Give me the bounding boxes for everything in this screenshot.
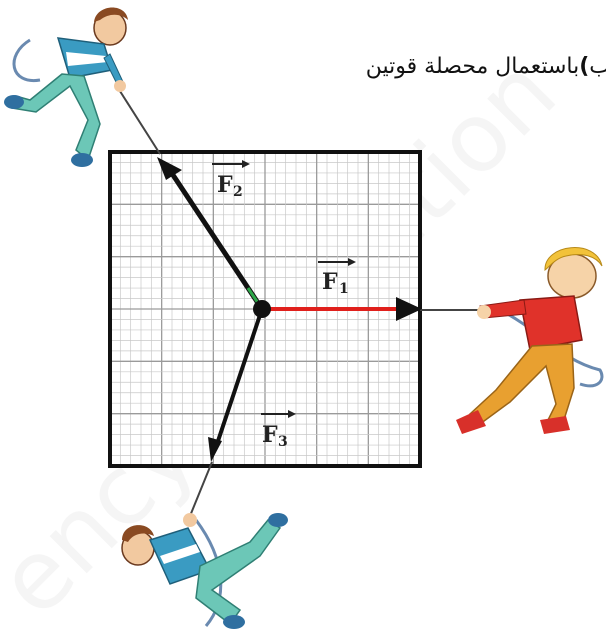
label-f1-letter: F [322, 269, 338, 295]
instruction-caption: ب)باستعمال محصلة قوتين [366, 54, 606, 79]
boy1-hair [94, 7, 128, 22]
boy2-shoe-2 [540, 416, 570, 434]
label-f3-sub: 3 [278, 434, 288, 450]
boy3-stripe [160, 544, 200, 564]
boy1-legs [11, 73, 101, 162]
boy-bottom-illustration [121, 513, 288, 629]
label-f3-letter: F [262, 422, 278, 448]
label-f2-overarrow-head [242, 160, 250, 168]
boy1-shoe-1 [4, 95, 24, 109]
boy2-legs [468, 343, 575, 428]
boy3-hands [183, 513, 197, 527]
label-f3: F 3 [261, 410, 296, 450]
rope-top-left [117, 87, 161, 155]
boy1-hands [114, 80, 126, 92]
vector-f2-arrowhead [157, 157, 182, 180]
caption-text: باستعمال محصلة قوتين [365, 54, 580, 79]
label-f2-letter: F [217, 172, 233, 198]
caption-paren: ) [579, 54, 590, 79]
label-f1-overarrow-head [348, 258, 356, 266]
boy2-shirt [519, 295, 583, 351]
label-f3-overarrow-head [288, 410, 296, 418]
boy2-hands [477, 305, 491, 319]
boy1-stripe [66, 52, 108, 66]
boy3-hair [122, 525, 154, 542]
vector-f3-arrowhead [208, 437, 222, 462]
boy3-shoe-2 [223, 615, 245, 629]
boy-top-left-illustration [4, 7, 128, 167]
boy2-shoe-1 [456, 410, 486, 434]
label-f2: F 2 [212, 160, 250, 200]
label-f1-sub: 1 [339, 281, 349, 297]
label-f2-sub: 2 [233, 184, 243, 200]
origin-point [253, 300, 271, 318]
label-f1: F 1 [318, 258, 356, 297]
boy1-shoe-2 [71, 153, 93, 167]
grid-lines [110, 152, 420, 466]
vector-labels: F 1 F 2 F 3 [212, 160, 356, 450]
rope-loop-top [12, 38, 41, 82]
vector-f2 [168, 170, 265, 311]
caption-prefix: ب [589, 54, 606, 79]
vector-f1-arrowhead [396, 297, 422, 321]
force-vectors [157, 157, 422, 462]
vector-f3 [215, 308, 264, 445]
rope-bottom [189, 461, 213, 517]
boy2-hair [544, 247, 603, 272]
boy-right-illustration [456, 247, 604, 434]
boy3-shoe-1 [268, 513, 288, 527]
boy3-legs [195, 518, 282, 626]
